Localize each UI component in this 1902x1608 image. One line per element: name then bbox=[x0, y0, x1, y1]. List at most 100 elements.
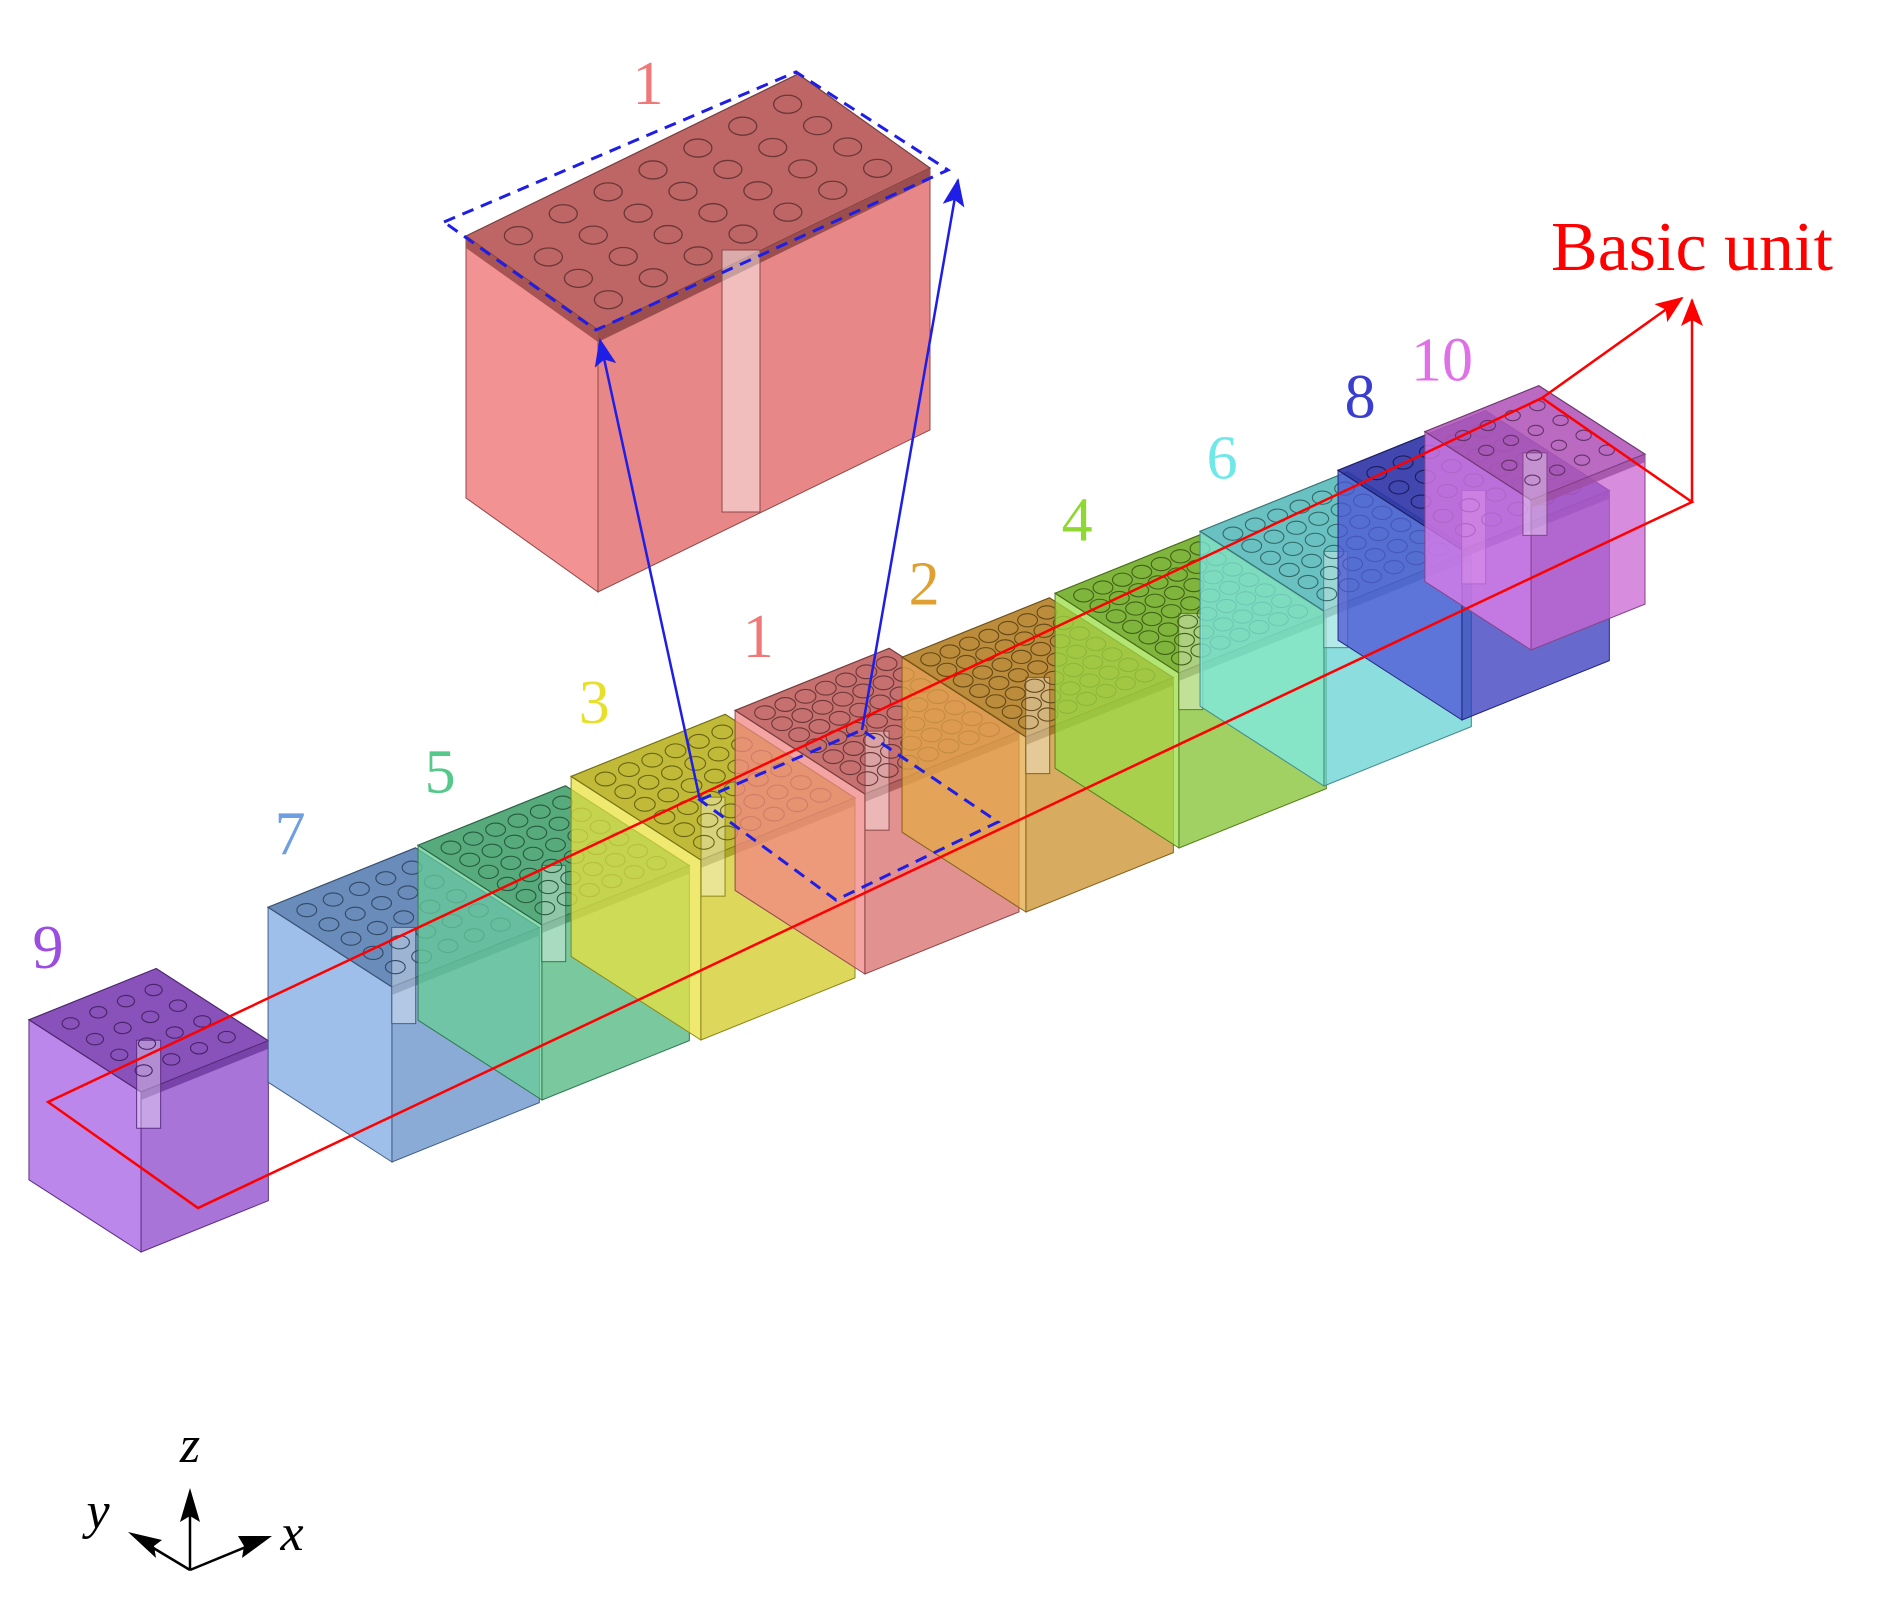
plate-hole bbox=[1144, 593, 1166, 608]
plate-hole bbox=[1454, 429, 1472, 442]
plate-hole bbox=[85, 1032, 105, 1046]
unit-label-10: 10 bbox=[1411, 327, 1473, 395]
plate-hole bbox=[978, 628, 1000, 644]
plate-hole bbox=[876, 763, 899, 778]
inset-plate-hole bbox=[713, 159, 743, 180]
plate-hole bbox=[193, 1015, 212, 1028]
plate-hole bbox=[985, 694, 1007, 709]
plate-hole bbox=[366, 920, 388, 936]
plate-hole bbox=[1170, 651, 1192, 666]
plate-hole bbox=[1297, 574, 1319, 590]
plate-hole bbox=[641, 752, 664, 768]
plate-hole bbox=[1111, 572, 1133, 587]
unit-label-6: 6 bbox=[1207, 424, 1238, 492]
plate-hole bbox=[1122, 619, 1143, 634]
plate-hole bbox=[500, 855, 522, 871]
plate-hole bbox=[828, 710, 851, 726]
plate-hole bbox=[440, 840, 462, 855]
plate-hole bbox=[141, 1010, 160, 1024]
plate-hole bbox=[1131, 564, 1153, 580]
plate-hole bbox=[541, 858, 563, 874]
inset-plate-hole bbox=[683, 138, 713, 158]
plate-hole bbox=[1552, 414, 1569, 427]
plate-hole bbox=[515, 888, 537, 904]
plate-hole bbox=[859, 752, 882, 767]
plate-hole bbox=[822, 749, 845, 765]
inset-plate-hole bbox=[698, 203, 728, 223]
plate-hole bbox=[680, 778, 703, 793]
inset-plate-hole bbox=[728, 224, 758, 244]
plate-hole bbox=[692, 834, 715, 850]
plate-hole bbox=[1010, 649, 1032, 665]
plate-hole bbox=[296, 902, 318, 918]
plate-hole bbox=[614, 784, 637, 800]
plate-hole bbox=[507, 813, 529, 828]
plate-hole bbox=[936, 662, 958, 677]
plate-hole bbox=[462, 831, 484, 846]
inset-plate-hole bbox=[548, 204, 578, 224]
zoom-arrow-right bbox=[860, 178, 965, 731]
plate-hole bbox=[880, 743, 902, 759]
plate-hole bbox=[872, 675, 895, 691]
plate-hole bbox=[1001, 704, 1023, 719]
plate-hole bbox=[1392, 455, 1414, 470]
plate-hole bbox=[1014, 631, 1035, 646]
plate-hole bbox=[548, 816, 570, 831]
plate-hole bbox=[1278, 562, 1300, 578]
plate-hole bbox=[1598, 444, 1615, 456]
plate-hole bbox=[137, 1037, 157, 1050]
plate-hole bbox=[168, 999, 188, 1012]
plate-hole bbox=[485, 822, 507, 837]
plate-hole bbox=[1073, 588, 1095, 603]
inset-plate-hole bbox=[578, 225, 608, 245]
plate-hole bbox=[162, 1053, 181, 1066]
plate-hole bbox=[1174, 632, 1195, 648]
inset-plate-hole bbox=[773, 202, 803, 222]
y-axis-arrowhead bbox=[128, 1532, 162, 1558]
x-axis-label: x bbox=[279, 1505, 303, 1562]
plate-hole bbox=[1163, 585, 1185, 601]
plate-hole bbox=[1128, 583, 1150, 598]
plate-hole bbox=[703, 768, 726, 784]
basic-unit-arrow-left bbox=[1541, 296, 1684, 400]
block-top-plate bbox=[27, 967, 270, 1093]
inset-plate-hole bbox=[743, 181, 773, 201]
plate-hole bbox=[1304, 532, 1326, 548]
plate-hole bbox=[866, 713, 888, 729]
plate-hole bbox=[856, 771, 879, 787]
plate-hole bbox=[657, 787, 680, 803]
unit-label-2: 2 bbox=[909, 550, 940, 618]
plate-hole bbox=[794, 688, 817, 704]
plate-hole bbox=[637, 774, 660, 790]
unit-blocks bbox=[27, 385, 1647, 1253]
plate-hole bbox=[371, 896, 393, 911]
plate-hole bbox=[707, 746, 730, 762]
plate-hole bbox=[1388, 480, 1410, 495]
plate-hole bbox=[1033, 623, 1055, 638]
plate-hole bbox=[318, 917, 340, 932]
plate-hole bbox=[61, 1017, 80, 1030]
plate-hole bbox=[673, 822, 696, 838]
unit-label-1: 1 bbox=[743, 603, 774, 671]
z-axis-arrowhead bbox=[180, 1488, 200, 1522]
plate-hole bbox=[771, 716, 793, 732]
inset-plate-hole bbox=[563, 268, 594, 289]
inset-plate-hole bbox=[623, 203, 653, 223]
x-axis-arrowhead bbox=[238, 1536, 272, 1558]
plate-hole bbox=[845, 721, 868, 737]
inset-plate-hole bbox=[653, 224, 683, 245]
plate-hole bbox=[1573, 454, 1591, 466]
plate-hole bbox=[519, 867, 541, 883]
inset-plate-hole bbox=[683, 246, 713, 266]
plate-hole bbox=[459, 852, 481, 867]
plate-hole bbox=[1548, 464, 1566, 476]
plate-hole bbox=[1282, 541, 1304, 557]
plate-hole bbox=[958, 636, 980, 651]
plate-hole bbox=[217, 1030, 236, 1044]
inset-plate-hole bbox=[638, 160, 668, 180]
z-axis-label: z bbox=[179, 1417, 200, 1474]
axis-triad: z y x bbox=[81, 1417, 304, 1572]
block-neck bbox=[1522, 452, 1548, 536]
plate-hole bbox=[1308, 511, 1330, 526]
